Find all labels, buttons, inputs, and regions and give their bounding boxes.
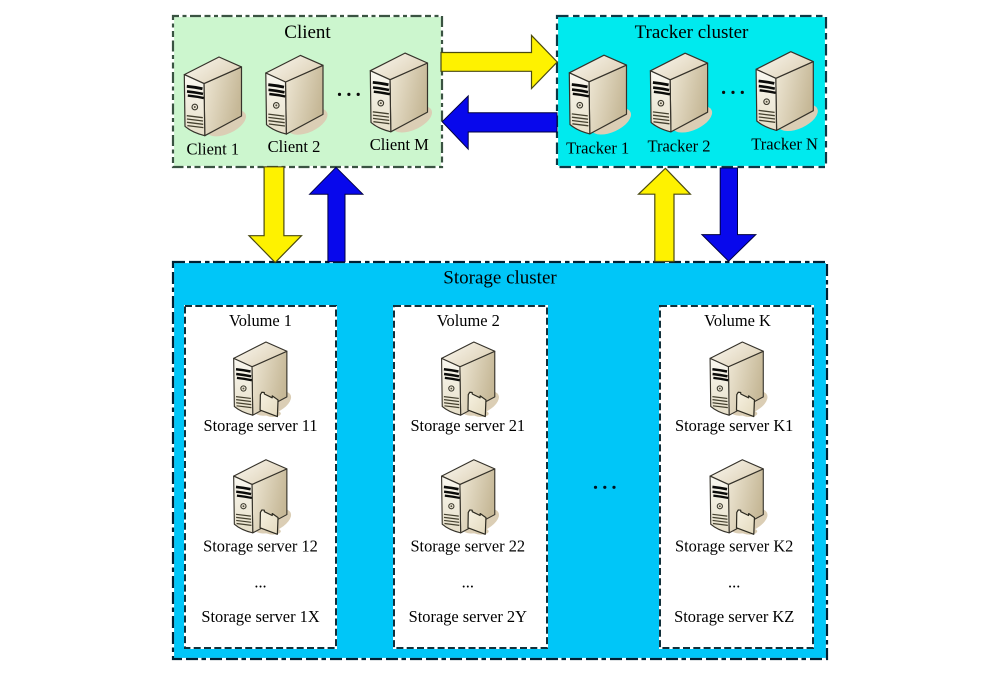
svg-text:Storage server 12: Storage server 12 [203,537,318,556]
svg-text:Storage cluster: Storage cluster [443,268,557,289]
svg-text:Client M: Client M [370,135,429,154]
svg-text:Tracker 2: Tracker 2 [647,137,710,156]
svg-text:Client: Client [284,22,331,43]
svg-text:Storage server K1: Storage server K1 [675,416,793,435]
svg-text:Storage server 1X: Storage server 1X [201,607,319,626]
svg-text:...: ... [728,573,740,592]
svg-text:Storage server 22: Storage server 22 [410,537,525,556]
svg-text:Client 2: Client 2 [268,137,321,156]
svg-text:Tracker 1: Tracker 1 [566,139,629,158]
svg-text:Storage server K2: Storage server K2 [675,537,793,556]
svg-text:...: ... [254,573,266,592]
svg-text:Storage server 11: Storage server 11 [203,416,317,435]
svg-text:Storage server 21: Storage server 21 [410,416,525,435]
svg-text:Tracker cluster: Tracker cluster [635,22,749,43]
svg-text:Volume K: Volume K [704,311,771,330]
svg-text:Tracker N: Tracker N [751,135,818,154]
svg-text:Volume 1: Volume 1 [229,311,292,330]
svg-text:...: ... [462,573,474,592]
svg-text:Client 1: Client 1 [186,139,239,158]
svg-text:Storage server 2Y: Storage server 2Y [409,607,527,626]
svg-text:Volume 2: Volume 2 [437,311,500,330]
svg-text:Storage server KZ: Storage server KZ [674,607,794,626]
